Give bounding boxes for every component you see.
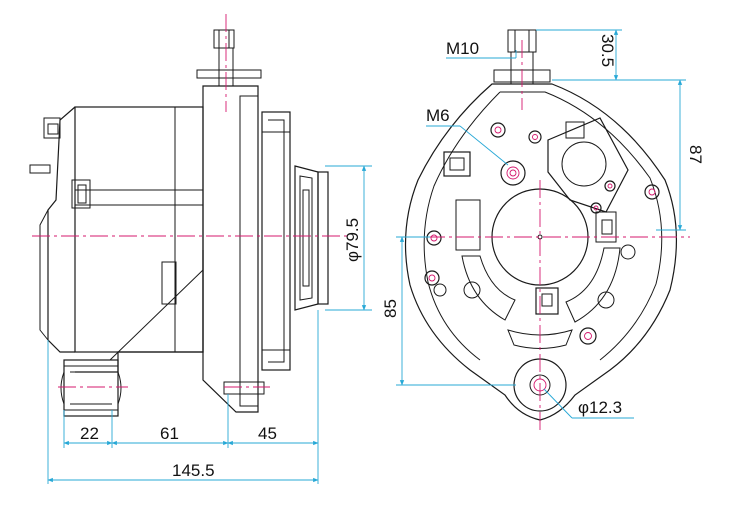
hole-diameter-label: φ12.3 [578,398,622,417]
front-view [398,29,690,430]
top-to-mount-label: 87 [686,145,705,164]
side-dimensions: 22 61 45 145.5 φ79.5 [47,165,372,484]
pulley-span-label: 45 [258,424,277,443]
screw-label: M6 [426,106,450,125]
overall-length-label: 145.5 [172,461,215,480]
front-dimensions: M10 M6 30.5 87 85 φ12.3 [381,29,705,419]
body-span-label: 61 [160,424,179,443]
bolt-height-label: 30.5 [598,34,617,67]
bolt-label: M10 [446,39,479,58]
side-view [29,14,350,417]
pulley-diameter-label: φ79.5 [343,218,362,262]
mount-width-label: 22 [80,424,99,443]
mount-offset-label: 85 [381,299,400,318]
